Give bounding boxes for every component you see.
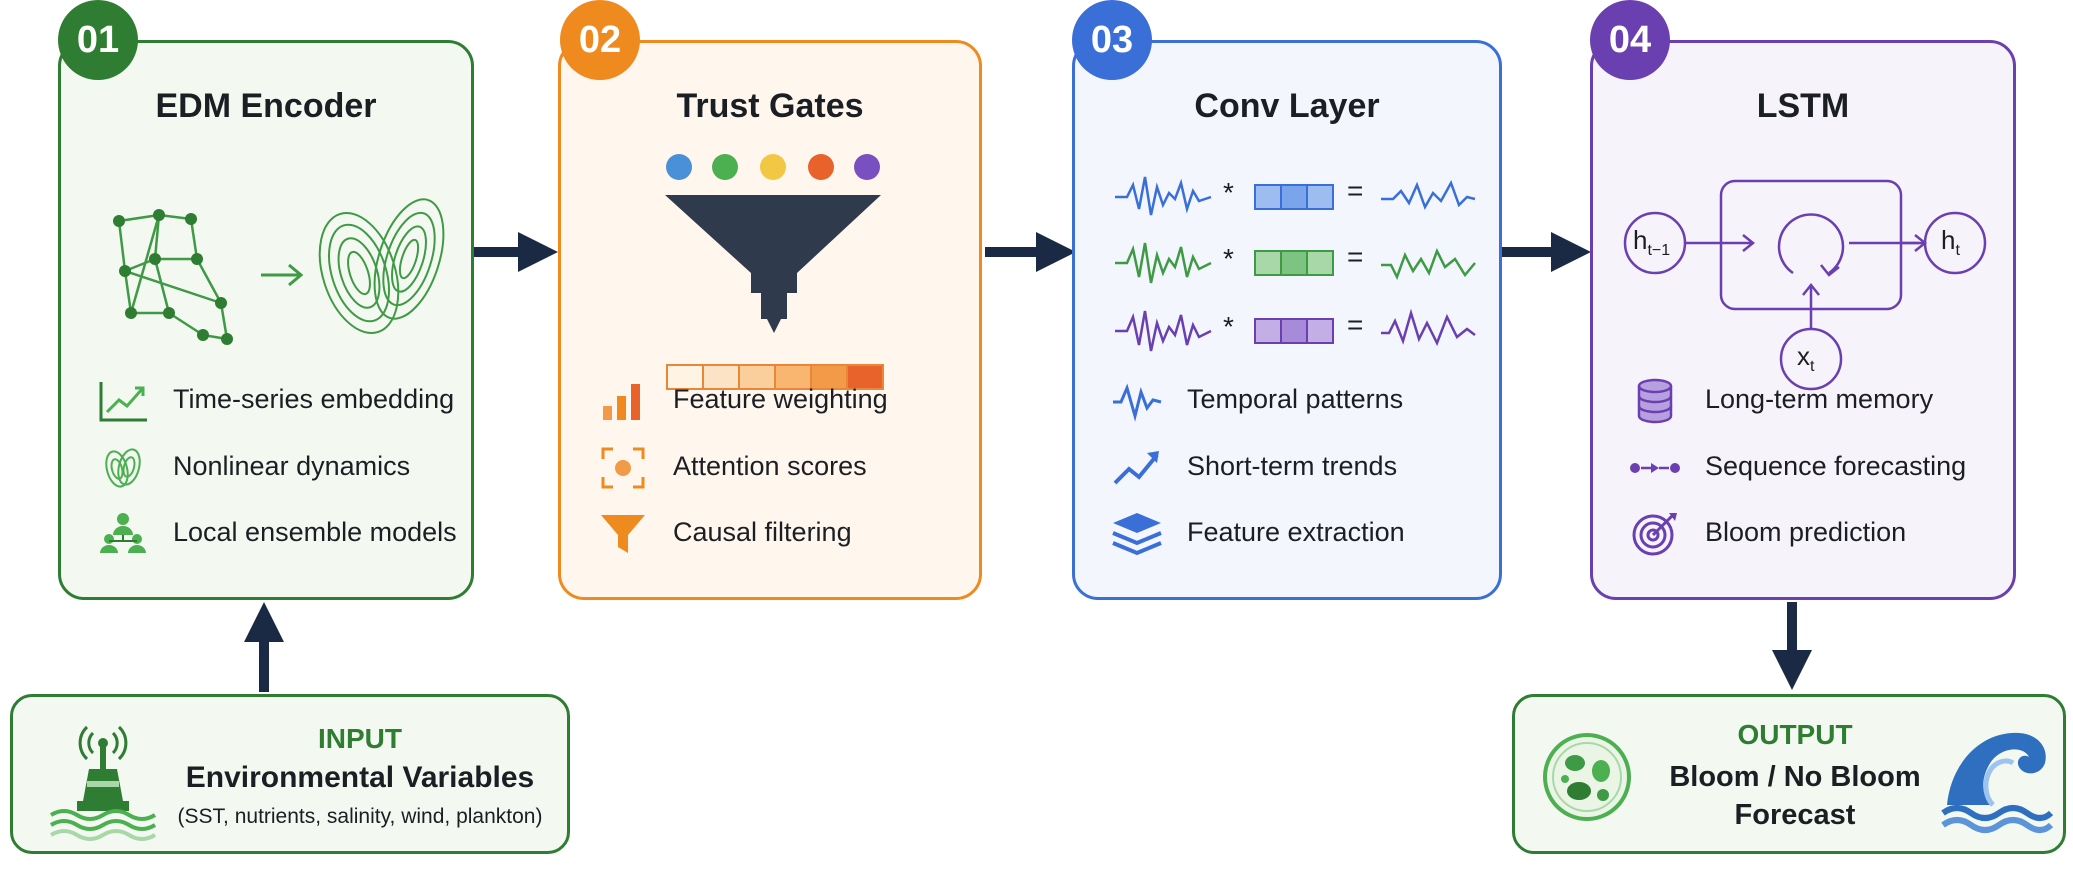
- stage-card-conv-layer: Conv Layer * = * = * =: [1072, 40, 1502, 600]
- equals-operator: =: [1347, 309, 1364, 340]
- equals-operator: =: [1347, 175, 1364, 206]
- attractor-icon: [105, 448, 141, 488]
- output-heading: OUTPUT: [1737, 719, 1853, 750]
- convolution-illustration: [1115, 176, 1476, 352]
- stage-title: Trust Gates: [676, 87, 864, 125]
- stage-badge-04: 04: [1590, 0, 1670, 80]
- multiply-operator: *: [1223, 311, 1234, 342]
- input-title: Environmental Variables: [185, 761, 535, 794]
- input-heading: INPUT: [318, 723, 402, 754]
- feature-label: Time-series embedding: [173, 384, 455, 414]
- feature-time-series-embedding: Time-series embedding: [61, 376, 471, 426]
- equals-operator: =: [1347, 241, 1364, 272]
- feature-label: Long-term memory: [1705, 384, 1934, 414]
- trend-arrow-icon: [1113, 451, 1159, 485]
- feature-label: Attention scores: [673, 451, 867, 481]
- feature-label: Local ensemble models: [173, 517, 457, 547]
- h-next-label: ht: [1941, 225, 1960, 260]
- feature-causal-filtering: Causal filtering: [561, 509, 979, 559]
- feature-label: Short-term trends: [1187, 451, 1398, 481]
- gate-input-dots: [666, 154, 880, 180]
- input-box: INPUT Environmental Variables (SST, nutr…: [10, 694, 570, 854]
- feature-temporal-patterns: Temporal patterns: [1075, 376, 1499, 426]
- arrow-right-icon: [261, 263, 304, 287]
- multiply-operator: *: [1223, 243, 1234, 274]
- feature-label: Feature weighting: [673, 384, 888, 414]
- stage-title: LSTM: [1756, 87, 1850, 125]
- stage-title: Conv Layer: [1194, 87, 1380, 125]
- algae-cell-icon: [1543, 733, 1631, 821]
- target-icon: [1632, 513, 1677, 556]
- feature-feature-weighting: Feature weighting: [561, 376, 979, 426]
- stage-title: EDM Encoder: [155, 87, 377, 125]
- conv-row-3: [1115, 308, 1476, 352]
- input-subtitle: (SST, nutrients, salinity, wind, plankto…: [177, 805, 543, 828]
- feature-label: Bloom prediction: [1705, 517, 1907, 547]
- focus-target-icon: [601, 447, 645, 489]
- lorenz-attractor-icon: [318, 198, 445, 335]
- trust-gate-illustration: [665, 154, 884, 390]
- h-prev-label: ht−1: [1633, 225, 1671, 260]
- network-graph-icon: [117, 213, 229, 341]
- lstm-cell-diagram: [1623, 179, 1987, 391]
- filter-funnel-icon: [601, 515, 645, 553]
- x-input-label: xt: [1797, 341, 1815, 376]
- database-icon: [1637, 378, 1673, 424]
- stage-card-trust-gates: Trust Gates Feature weightin: [558, 40, 982, 600]
- feature-long-term-memory: Long-term memory: [1593, 376, 2013, 426]
- feature-label: Temporal patterns: [1187, 384, 1404, 414]
- ocean-wave-icon: [1941, 732, 2054, 833]
- output-box: OUTPUT Bloom / No Bloom Forecast: [1512, 694, 2066, 854]
- stage-card-lstm: LSTM ht−1 ht xt Long-term memory: [1590, 40, 2016, 600]
- recurrent-loop-icon: [1777, 213, 1845, 275]
- stage-badge-01: 01: [58, 0, 138, 80]
- multiply-operator: *: [1223, 177, 1234, 208]
- bar-chart-icon: [603, 384, 640, 420]
- line-chart-icon: [99, 382, 147, 422]
- ensemble-people-icon: [100, 513, 146, 553]
- feature-short-term-trends: Short-term trends: [1075, 443, 1499, 493]
- feature-attention-scores: Attention scores: [561, 443, 979, 493]
- conv-row-1: [1115, 176, 1476, 216]
- feature-feature-extraction: Feature extraction: [1075, 509, 1499, 559]
- feature-nonlinear-dynamics: Nonlinear dynamics: [61, 443, 471, 493]
- stage-badge-02: 02: [560, 0, 640, 80]
- feature-local-ensemble-models: Local ensemble models: [61, 509, 471, 559]
- feature-label: Feature extraction: [1187, 517, 1405, 547]
- embedding-illustration: [113, 198, 445, 345]
- feature-label: Causal filtering: [673, 517, 852, 547]
- output-title-line1: Bloom / No Bloom: [1669, 761, 1921, 793]
- layers-icon: [1112, 513, 1162, 556]
- feature-label: Nonlinear dynamics: [173, 451, 411, 481]
- conv-row-2: [1115, 242, 1476, 284]
- buoy-icon: [49, 725, 157, 841]
- stage-card-edm-encoder: EDM Encoder: [58, 40, 474, 600]
- output-title-line2: Forecast: [1734, 799, 1856, 831]
- feature-sequence-forecasting: Sequence forecasting: [1593, 443, 2013, 493]
- waveform-icon: [1113, 383, 1162, 422]
- sequence-dots-icon: [1630, 463, 1680, 473]
- funnel-icon: [665, 195, 881, 333]
- feature-label: Sequence forecasting: [1705, 451, 1967, 481]
- stage-badge-03: 03: [1072, 0, 1152, 80]
- feature-bloom-prediction: Bloom prediction: [1593, 509, 2013, 559]
- weight-bar: [666, 364, 884, 390]
